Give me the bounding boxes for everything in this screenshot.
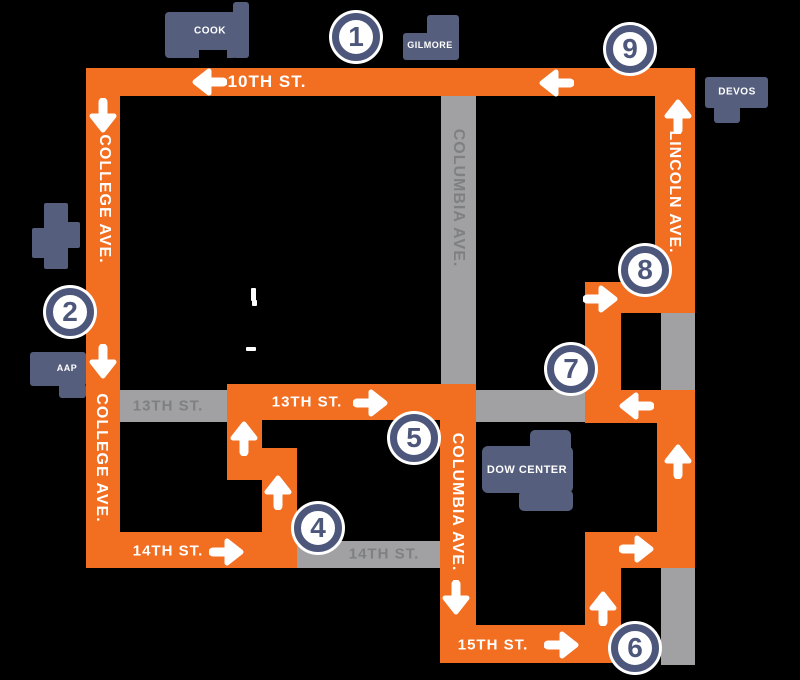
route-arrow-down-icon	[89, 344, 117, 379]
route-segment-14th-west	[86, 532, 297, 568]
route-arrow-up-icon	[230, 421, 258, 456]
route-arrow-down-icon	[89, 98, 117, 133]
road-lincoln-ave-block	[661, 313, 695, 390]
building-label-cook: COOK	[194, 25, 226, 37]
street-label-14th-st-mid: 14TH ST.	[348, 545, 420, 563]
route-arrow-down-icon	[442, 580, 470, 615]
map-fragment	[251, 288, 256, 301]
building-devos	[705, 77, 768, 108]
route-marker-5: 5	[390, 414, 438, 462]
route-arrow-up-icon	[664, 99, 692, 134]
building-label-devos: DEVOS	[718, 86, 756, 98]
street-label-15th-st: 15TH ST.	[457, 636, 529, 654]
route-segment-columbia-ave	[440, 384, 476, 663]
building-unlabeled-west-wing	[32, 228, 45, 258]
building-devos-lower	[714, 106, 740, 123]
building-dow-center	[482, 446, 573, 493]
map-fragment	[252, 300, 257, 306]
route-marker-7: 7	[547, 345, 595, 393]
building-label-aap: AAP	[56, 363, 78, 373]
route-arrow-up-icon	[264, 475, 292, 510]
street-label-college-ave-lower: COLLEGE AVE.	[93, 393, 110, 523]
street-label-13th-st-mid: 13TH ST.	[271, 393, 343, 411]
street-label-columbia-ave-north: COLUMBIA AVE.	[450, 128, 467, 268]
route-marker-2: 2	[46, 288, 94, 336]
street-label-10th-st: 10TH ST.	[227, 72, 307, 91]
map-fragment	[246, 347, 256, 351]
street-label-14th-st-west: 14TH ST.	[132, 542, 204, 560]
route-arrow-up-icon	[664, 444, 692, 479]
building-gilmore	[403, 33, 459, 60]
route-arrow-left-icon	[192, 68, 227, 96]
route-arrow-right-icon	[209, 538, 244, 566]
route-marker-1: 1	[332, 13, 380, 61]
route-arrow-right-icon	[353, 389, 388, 417]
building-aap	[30, 352, 86, 386]
building-cook-notch	[199, 50, 227, 59]
street-label-lincoln-ave: LINCOLN AVE.	[666, 130, 683, 254]
route-arrow-left-icon	[539, 69, 574, 97]
building-cook-tower	[233, 2, 249, 58]
building-dow-center-bottom	[519, 490, 573, 511]
route-arrow-right-icon	[544, 631, 579, 659]
road-lincoln-ave-south	[661, 568, 695, 665]
route-segment-13th-mid	[227, 384, 476, 420]
road-columbia-ave-north	[441, 96, 476, 385]
route-arrow-right-icon	[619, 535, 654, 563]
building-unlabeled-east-wing	[67, 222, 80, 248]
street-label-columbia-ave-south: COLUMBIA AVE.	[449, 432, 466, 572]
route-arrow-right-icon	[583, 285, 618, 313]
route-arrow-up-icon	[589, 591, 617, 626]
building-label-dow-center: DOW CENTER	[486, 464, 568, 476]
route-marker-4: 4	[294, 504, 342, 552]
street-label-college-ave-upper: COLLEGE AVE.	[96, 134, 113, 264]
building-dow-center-top	[530, 430, 571, 452]
building-label-gilmore: GILMORE	[407, 40, 453, 50]
route-marker-8: 8	[621, 246, 669, 294]
street-label-13th-st-west: 13TH ST.	[132, 397, 204, 415]
road-13th-st-east	[476, 390, 587, 422]
building-gilmore-upper	[427, 15, 459, 37]
route-segment-10th-st	[86, 68, 695, 96]
road-13th-st-west	[120, 390, 227, 422]
building-unlabeled	[44, 203, 68, 269]
route-arrow-left-icon	[619, 392, 654, 420]
building-aap-lower	[59, 384, 86, 398]
route-marker-9: 9	[606, 25, 654, 73]
route-marker-6: 6	[611, 624, 659, 672]
